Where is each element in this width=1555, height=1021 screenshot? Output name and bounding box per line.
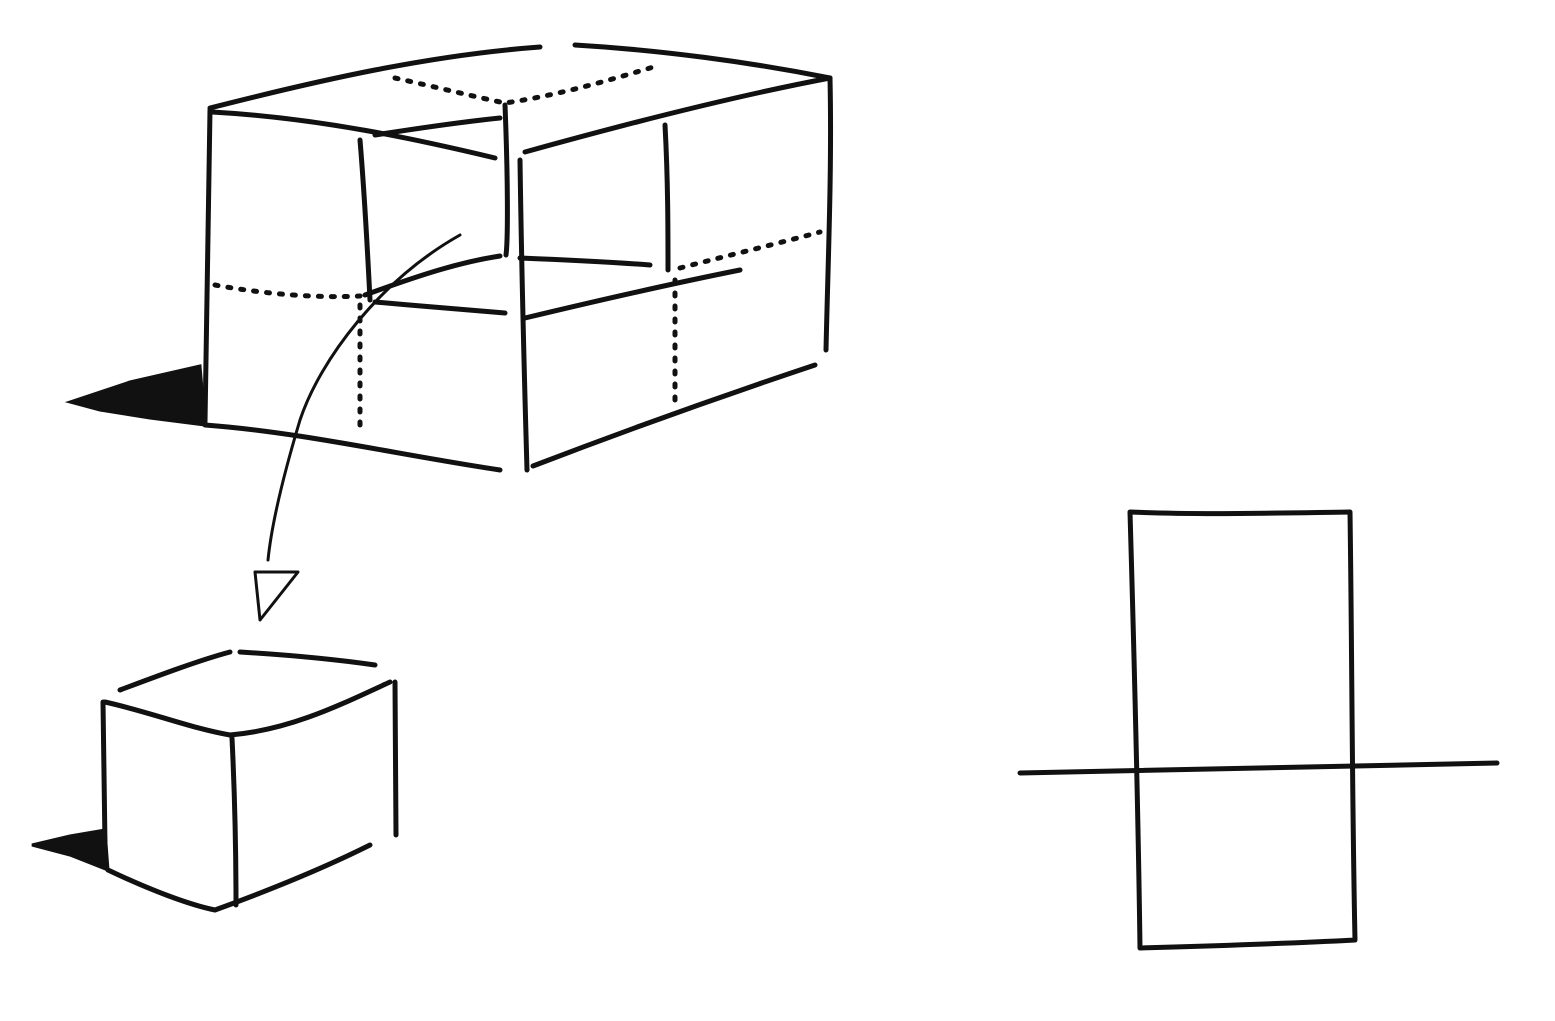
- large-box-inner-vertical: [357, 137, 373, 303]
- large-box-front-corner: [502, 102, 530, 473]
- rectangle-on-line-sketch: [1017, 509, 1500, 951]
- arrow-curve: [266, 233, 462, 562]
- large-box-middle-lines: [362, 253, 743, 321]
- small-cube-right-edge: [392, 679, 399, 838]
- large-box-top-front-edge: [209, 109, 498, 161]
- large-box-right-edge: [823, 75, 834, 353]
- small-cube-front-edge: [229, 735, 239, 908]
- large-box-left-bottom-edge: [202, 422, 503, 473]
- large-box-sketch: [64, 42, 834, 622]
- arrow-head: [253, 570, 300, 622]
- large-box-right-vertical: [662, 122, 671, 273]
- large-box-top-back-edge: [207, 42, 833, 111]
- large-box-left-edge: [202, 107, 213, 425]
- small-cube-shadow: [31, 828, 110, 873]
- upright-rectangle: [1127, 509, 1358, 951]
- large-box-shadow: [64, 364, 207, 427]
- small-cube-left-edge: [100, 699, 108, 848]
- large-box-right-top-edge: [522, 75, 833, 155]
- small-cube-top-front: [102, 679, 393, 738]
- ground-line: [1017, 760, 1500, 776]
- large-box-hidden-edges: [212, 62, 823, 433]
- small-cube-bottom: [105, 842, 373, 913]
- large-box-inner-top: [372, 115, 503, 138]
- small-cube-sketch: [31, 649, 399, 913]
- small-cube-top-back: [117, 649, 378, 693]
- large-box-right-bottom-edge: [530, 362, 818, 469]
